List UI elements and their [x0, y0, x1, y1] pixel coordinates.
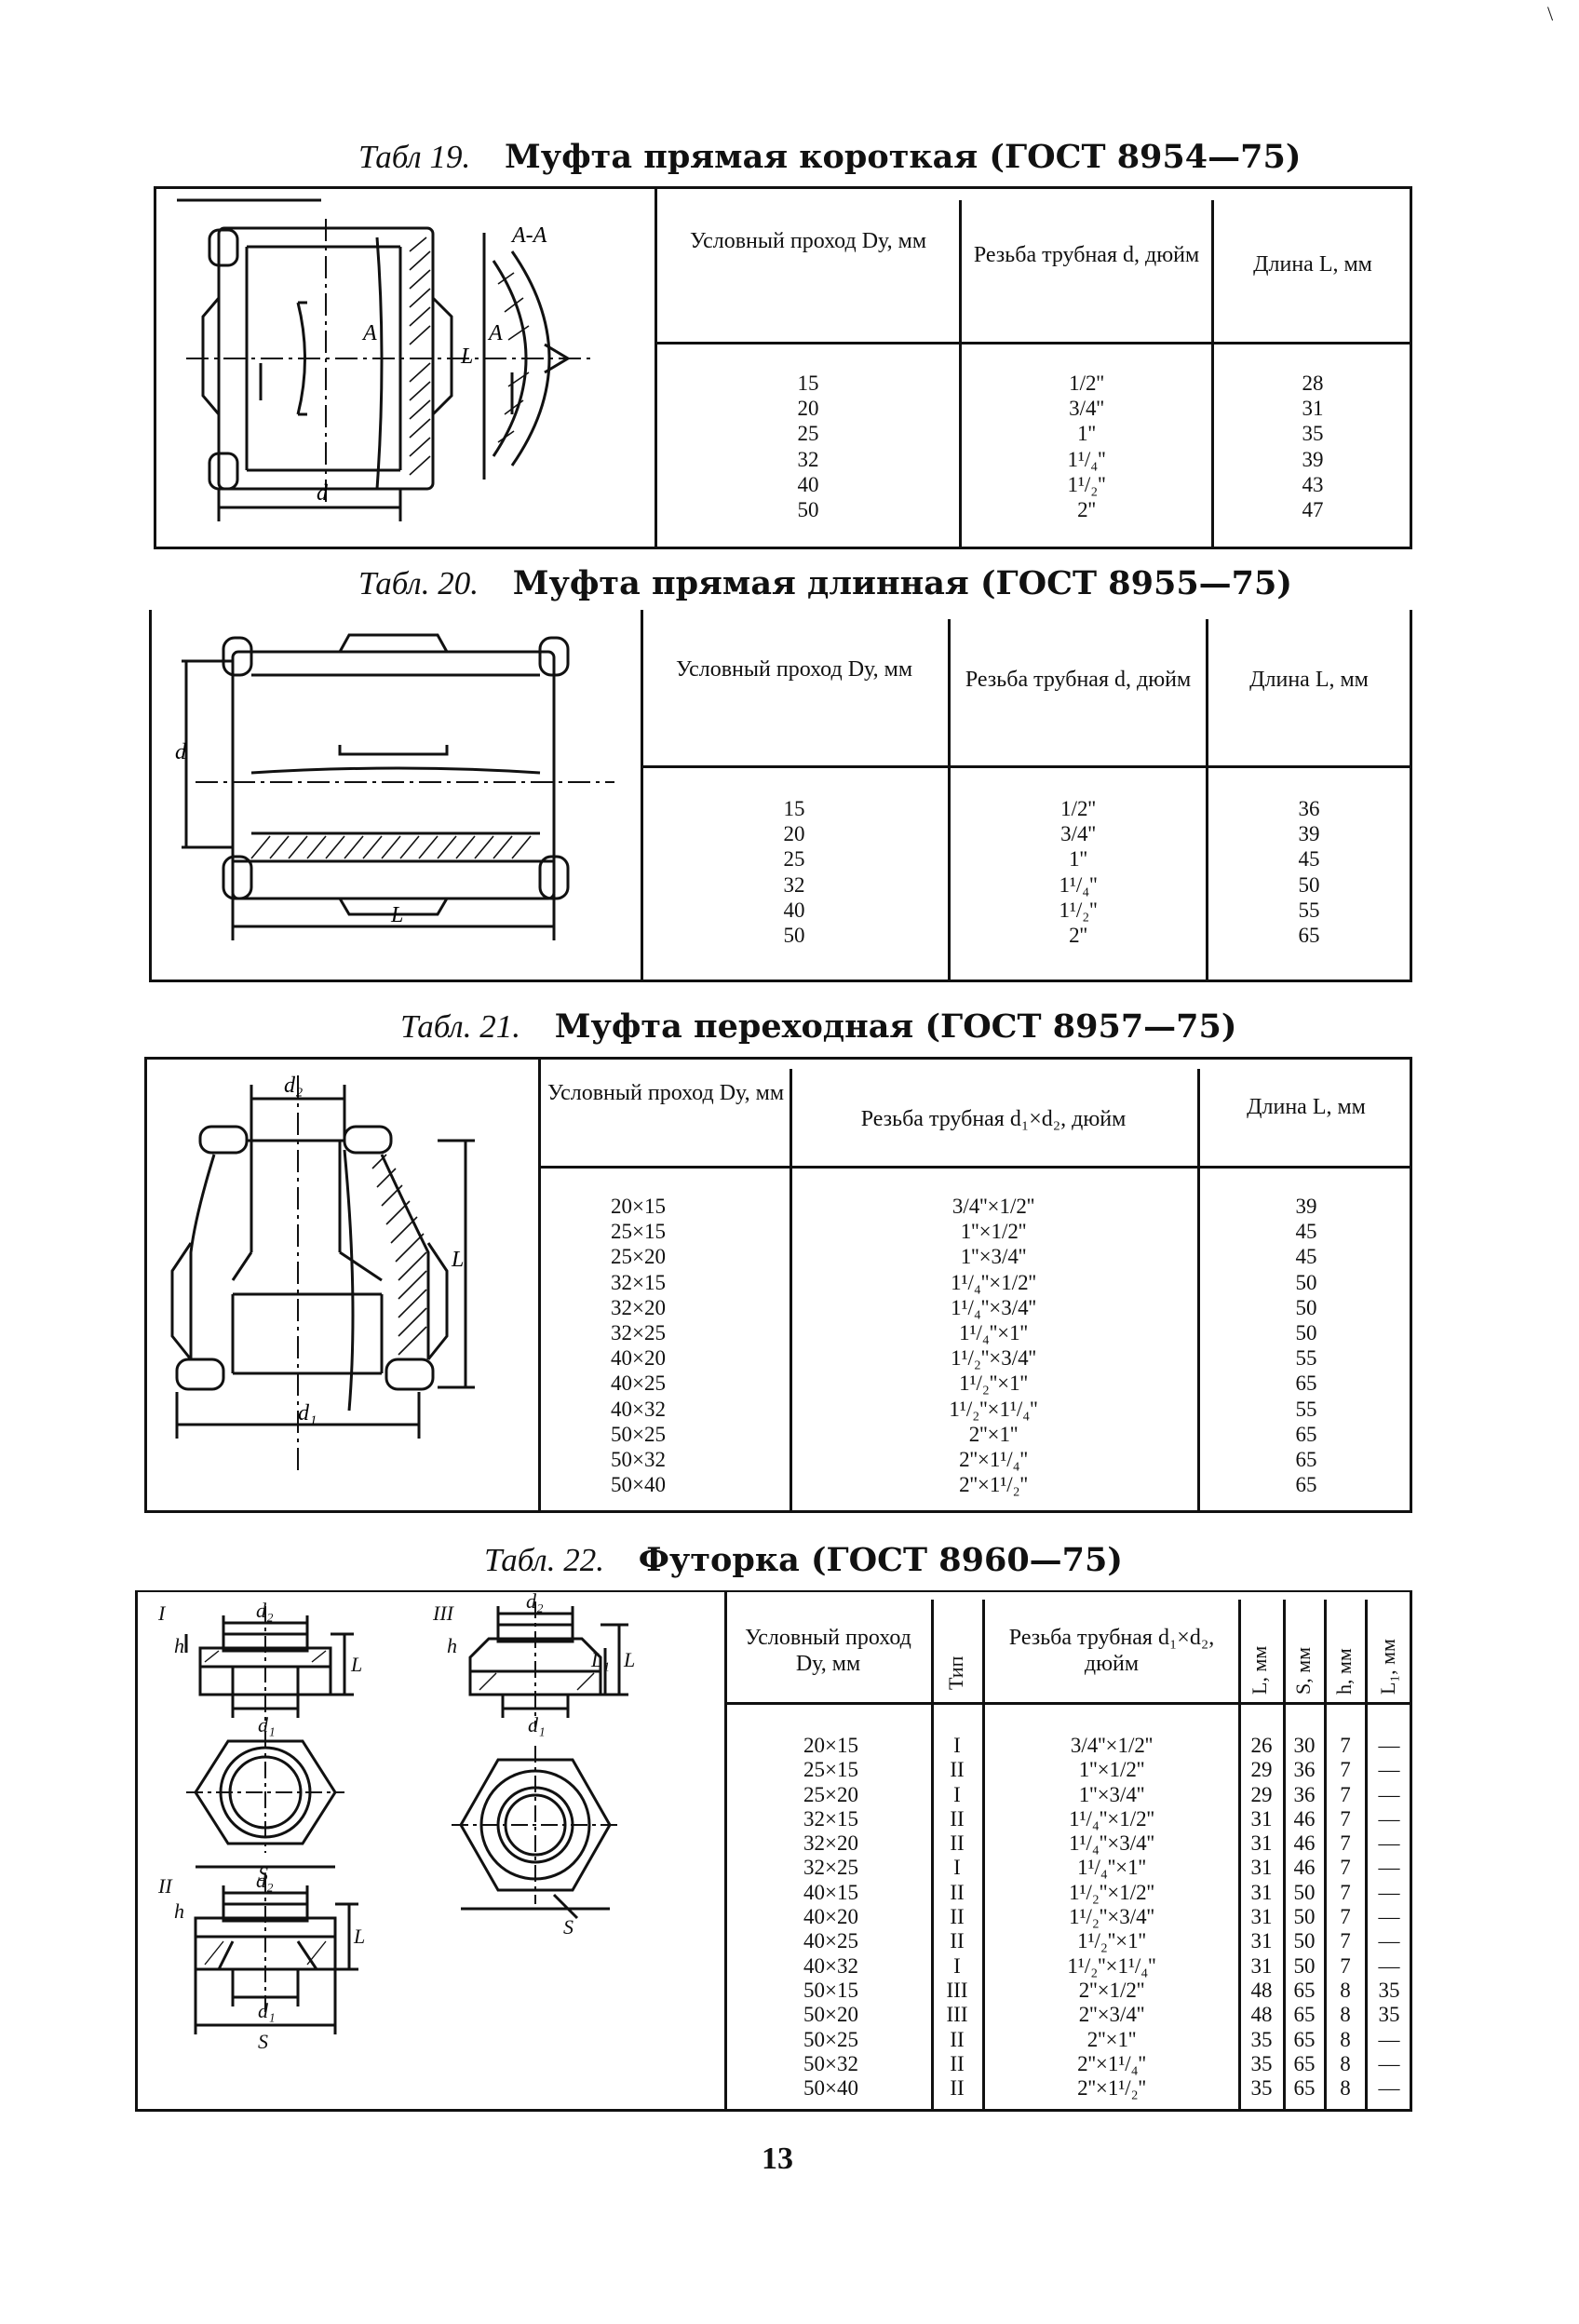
- table22-S-i: S: [258, 1862, 268, 1885]
- table22-type3-mark: III: [432, 1601, 455, 1625]
- table20-label: Табл. 20.: [358, 565, 479, 601]
- table20-col-thread: 1/2'' 3/4'' 1'' 1¹/₄'' 1¹/₂'' 2'': [1059, 797, 1098, 948]
- table19-dim-d: d: [317, 481, 329, 506]
- table21-frame: [144, 1057, 1412, 1513]
- table21-header-length: Длина L, мм: [1247, 1095, 1366, 1119]
- table22-d1-ii: d₁: [258, 1999, 276, 2022]
- table20-drawing: d L: [175, 633, 614, 940]
- table20-caption: Табл. 20. Муфта прямая длинная (ГОСТ 895…: [358, 564, 1292, 602]
- table21-title: Муфта переходная (ГОСТ 8957—75): [554, 1007, 1237, 1046]
- table19-header-dy: Условный проход Dу, мм: [689, 229, 927, 253]
- table20-dim-l: L: [390, 903, 403, 927]
- table22-col-dy: 20×15 25×15 25×20 32×15 32×20 32×25 40×1…: [803, 1734, 858, 2101]
- table19-caption: Табл 19. Муфта прямая короткая (ГОСТ 895…: [358, 138, 1301, 176]
- table22-L-ii: L: [353, 1925, 365, 1948]
- table22-d1-i: d₁: [258, 1713, 276, 1736]
- table22-col-s: 30 36 36 46 46 46 50 50 50 50 65 65 65 6…: [1293, 1734, 1316, 2101]
- table22-label: Табл. 22.: [484, 1542, 604, 1578]
- table20-header-thread: Резьба трубная d, дюйм: [965, 668, 1192, 692]
- table19-section-label: А-А: [510, 223, 547, 248]
- table19-col-length: 28 31 35 39 43 47: [1302, 372, 1324, 522]
- table21-dim-d2: d₂: [284, 1074, 303, 1098]
- table22-header-l: L, мм: [1248, 1645, 1271, 1695]
- table22-drawing: I II III d₂ d₁ h L S d₂ d₁ h L S d₂ d₁ h…: [157, 1589, 635, 2053]
- table22-type1-mark: I: [157, 1601, 167, 1625]
- table20-col-length: 36 39 45 50 55 65: [1298, 797, 1320, 948]
- table20-header-dy: Условный проход Dу, мм: [675, 657, 913, 682]
- table21-caption: Табл. 21. Муфта переходная (ГОСТ 8957—75…: [400, 1007, 1236, 1046]
- table22-frame: [135, 1590, 1412, 2112]
- table21-divider: [538, 1057, 541, 1513]
- table22-type2-mark: II: [157, 1874, 173, 1898]
- table21-drawing: d₂ d₁ L: [170, 1074, 475, 1476]
- table22-d2-iii: d₂: [526, 1589, 544, 1613]
- table19-divider: [655, 186, 657, 549]
- table21-col-length: 39 45 45 50 50 50 55 65 55 65 65 65: [1295, 1195, 1317, 1497]
- table21-header-dy: Условный проход Dу, мм: [547, 1081, 785, 1105]
- table22-header-thread: Резьба трубная d₁×d₂, дюйм: [1008, 1626, 1215, 1676]
- table22-S-iii: S: [563, 1915, 574, 1939]
- table22-h-iii: h: [447, 1634, 457, 1657]
- table22-h-i: h: [174, 1634, 184, 1657]
- table22-col-l: 26 29 29 31 31 31 31 31 31 31 48 48 35 3…: [1250, 1734, 1273, 2101]
- page-number: 13: [762, 2142, 793, 2176]
- table19-cut-right: А: [487, 321, 503, 345]
- table22-L1-iii: L₁: [590, 1648, 610, 1671]
- table22-col-h: 7 7 7 7 7 7 7 7 7 7 8 8 8 8 8: [1340, 1734, 1351, 2101]
- table22-header-l1: L₁, мм: [1376, 1639, 1399, 1695]
- table22-d1-iii: d₁: [528, 1713, 546, 1736]
- table22-col-l1: — — — — — — — — — — 35 35 — — —: [1378, 1734, 1400, 2101]
- table22-d2-ii: d₂: [256, 1869, 274, 1892]
- table19-title: Муфта прямая короткая (ГОСТ 8954—75): [504, 138, 1302, 176]
- table20-title: Муфта прямая длинная (ГОСТ 8955—75): [512, 564, 1292, 602]
- table19-col-dy: 15 20 25 32 40 50: [797, 372, 819, 522]
- table19-cut-left: А: [361, 321, 377, 345]
- table22-title: Футорка (ГОСТ 8960—75): [638, 1541, 1123, 1579]
- table22-d2-i: d₂: [256, 1599, 274, 1622]
- table19-header-length: Длина L, мм: [1253, 252, 1372, 277]
- table19-label: Табл 19.: [358, 139, 471, 175]
- table22-col-type: I II I II II I II II II I III III II II …: [946, 1734, 968, 2101]
- table22-caption: Табл. 22. Футорка (ГОСТ 8960—75): [484, 1541, 1123, 1579]
- table20-dim-d: d: [175, 740, 187, 764]
- table21-dim-l: L: [451, 1248, 464, 1272]
- table19-frame: [154, 186, 1412, 549]
- table22-header-type: Тип: [944, 1655, 967, 1690]
- table19-col-thread: 1/2'' 3/4'' 1'' 1¹/₄'' 1¹/₂'' 2'': [1067, 372, 1106, 522]
- table19-dim-l: L: [460, 345, 473, 369]
- table22-header-h: h, мм: [1332, 1648, 1356, 1695]
- table22-L-iii: L: [623, 1648, 635, 1671]
- table22-header-s: S, мм: [1291, 1646, 1315, 1695]
- table21-label: Табл. 21.: [400, 1008, 520, 1045]
- table22-header-dy: Условный проход Dу, мм: [745, 1626, 911, 1676]
- table21-col-dy: 20×15 25×15 25×20 32×15 32×20 32×25 40×2…: [611, 1195, 666, 1497]
- table22-h-ii: h: [174, 1899, 184, 1923]
- table21-header-thread: Резьба трубная d₁×d₂, дюйм: [860, 1107, 1127, 1131]
- table19-header-thread: Резьба трубная d, дюйм: [973, 243, 1200, 267]
- table19-drawing: А-А А А L d: [177, 198, 596, 521]
- table20-col-dy: 15 20 25 32 40 50: [783, 797, 805, 948]
- table22-L-i: L: [350, 1653, 362, 1676]
- table21-dim-d1: d₁: [298, 1401, 317, 1425]
- table20-header-length: Длина L, мм: [1249, 668, 1369, 692]
- table22-S-ii: S: [258, 2030, 268, 2053]
- table21-col-thread: 3/4''×1/2'' 1''×1/2'' 1''×3/4'' 1¹/₄''×1…: [949, 1195, 1038, 1497]
- table22-divider: [724, 1590, 727, 2112]
- table22-col-thread: 3/4''×1/2'' 1''×1/2'' 1''×3/4'' 1¹/₄''×1…: [1067, 1734, 1156, 2101]
- table20-divider: [641, 610, 643, 982]
- corner-mark: \: [1547, 2, 1554, 25]
